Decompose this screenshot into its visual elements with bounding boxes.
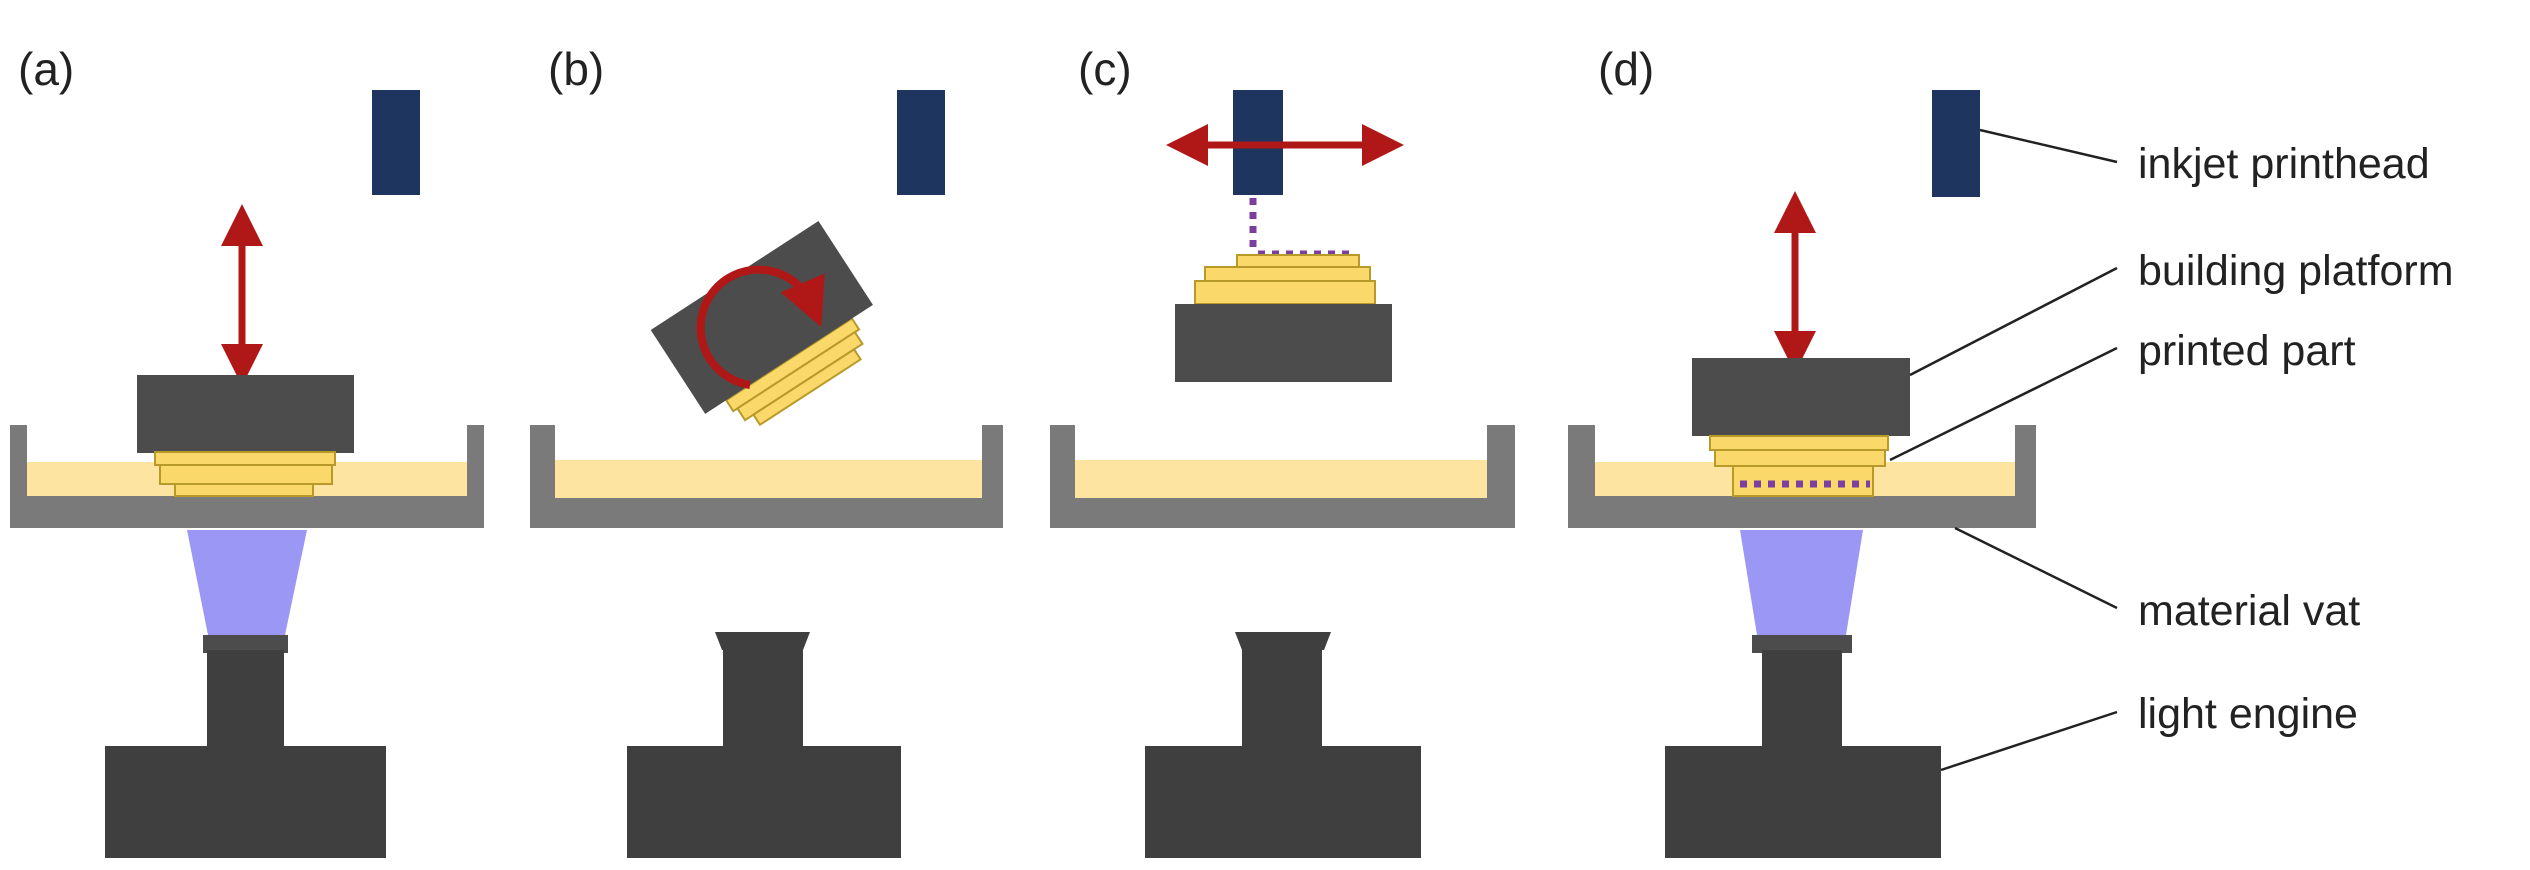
tilted-platform-assembly [650,221,873,427]
light-beam [1740,530,1863,635]
material-vat [10,425,484,528]
panel-a: (a) [10,43,484,858]
material-vat [1050,425,1515,528]
panel-label-a: (a) [18,43,74,95]
inkjet-printhead [897,90,945,195]
resin [555,460,982,498]
material-vat [530,425,1003,528]
panel-c: (c) [1050,43,1515,858]
inkjet-printhead [372,90,420,195]
panel-label-d: (d) [1598,43,1654,95]
rotation-arrow [696,265,825,389]
panel-label-b: (b) [548,43,604,95]
label-printed-part: printed part [2138,327,2356,375]
printed-part [1194,254,1376,305]
ink-droplets [1249,198,1352,258]
building-platform [137,375,354,453]
panel-d: (d) inkjet printhead building platform p [1568,43,2454,858]
printed-part [154,451,336,497]
building-platform [1175,304,1392,382]
material-vat [1568,425,2036,528]
light-engine [105,635,386,858]
leader-lines [1889,128,2118,772]
building-platform [1692,358,1910,436]
inkjet-printhead [1932,90,1980,197]
building-platform [650,221,873,414]
label-material-vat: material vat [2138,587,2360,635]
light-beam [187,530,307,635]
label-building-platform: building platform [2138,247,2454,295]
panel-b: (b) [530,43,1003,858]
light-engine [627,632,901,858]
printed-part [724,317,864,427]
panel-label-c: (c) [1078,43,1132,95]
label-light-engine: light engine [2138,690,2358,738]
light-engine [1665,635,1941,858]
label-inkjet-printhead: inkjet printhead [2138,140,2430,188]
resin [1075,460,1487,498]
light-engine [1145,632,1421,858]
